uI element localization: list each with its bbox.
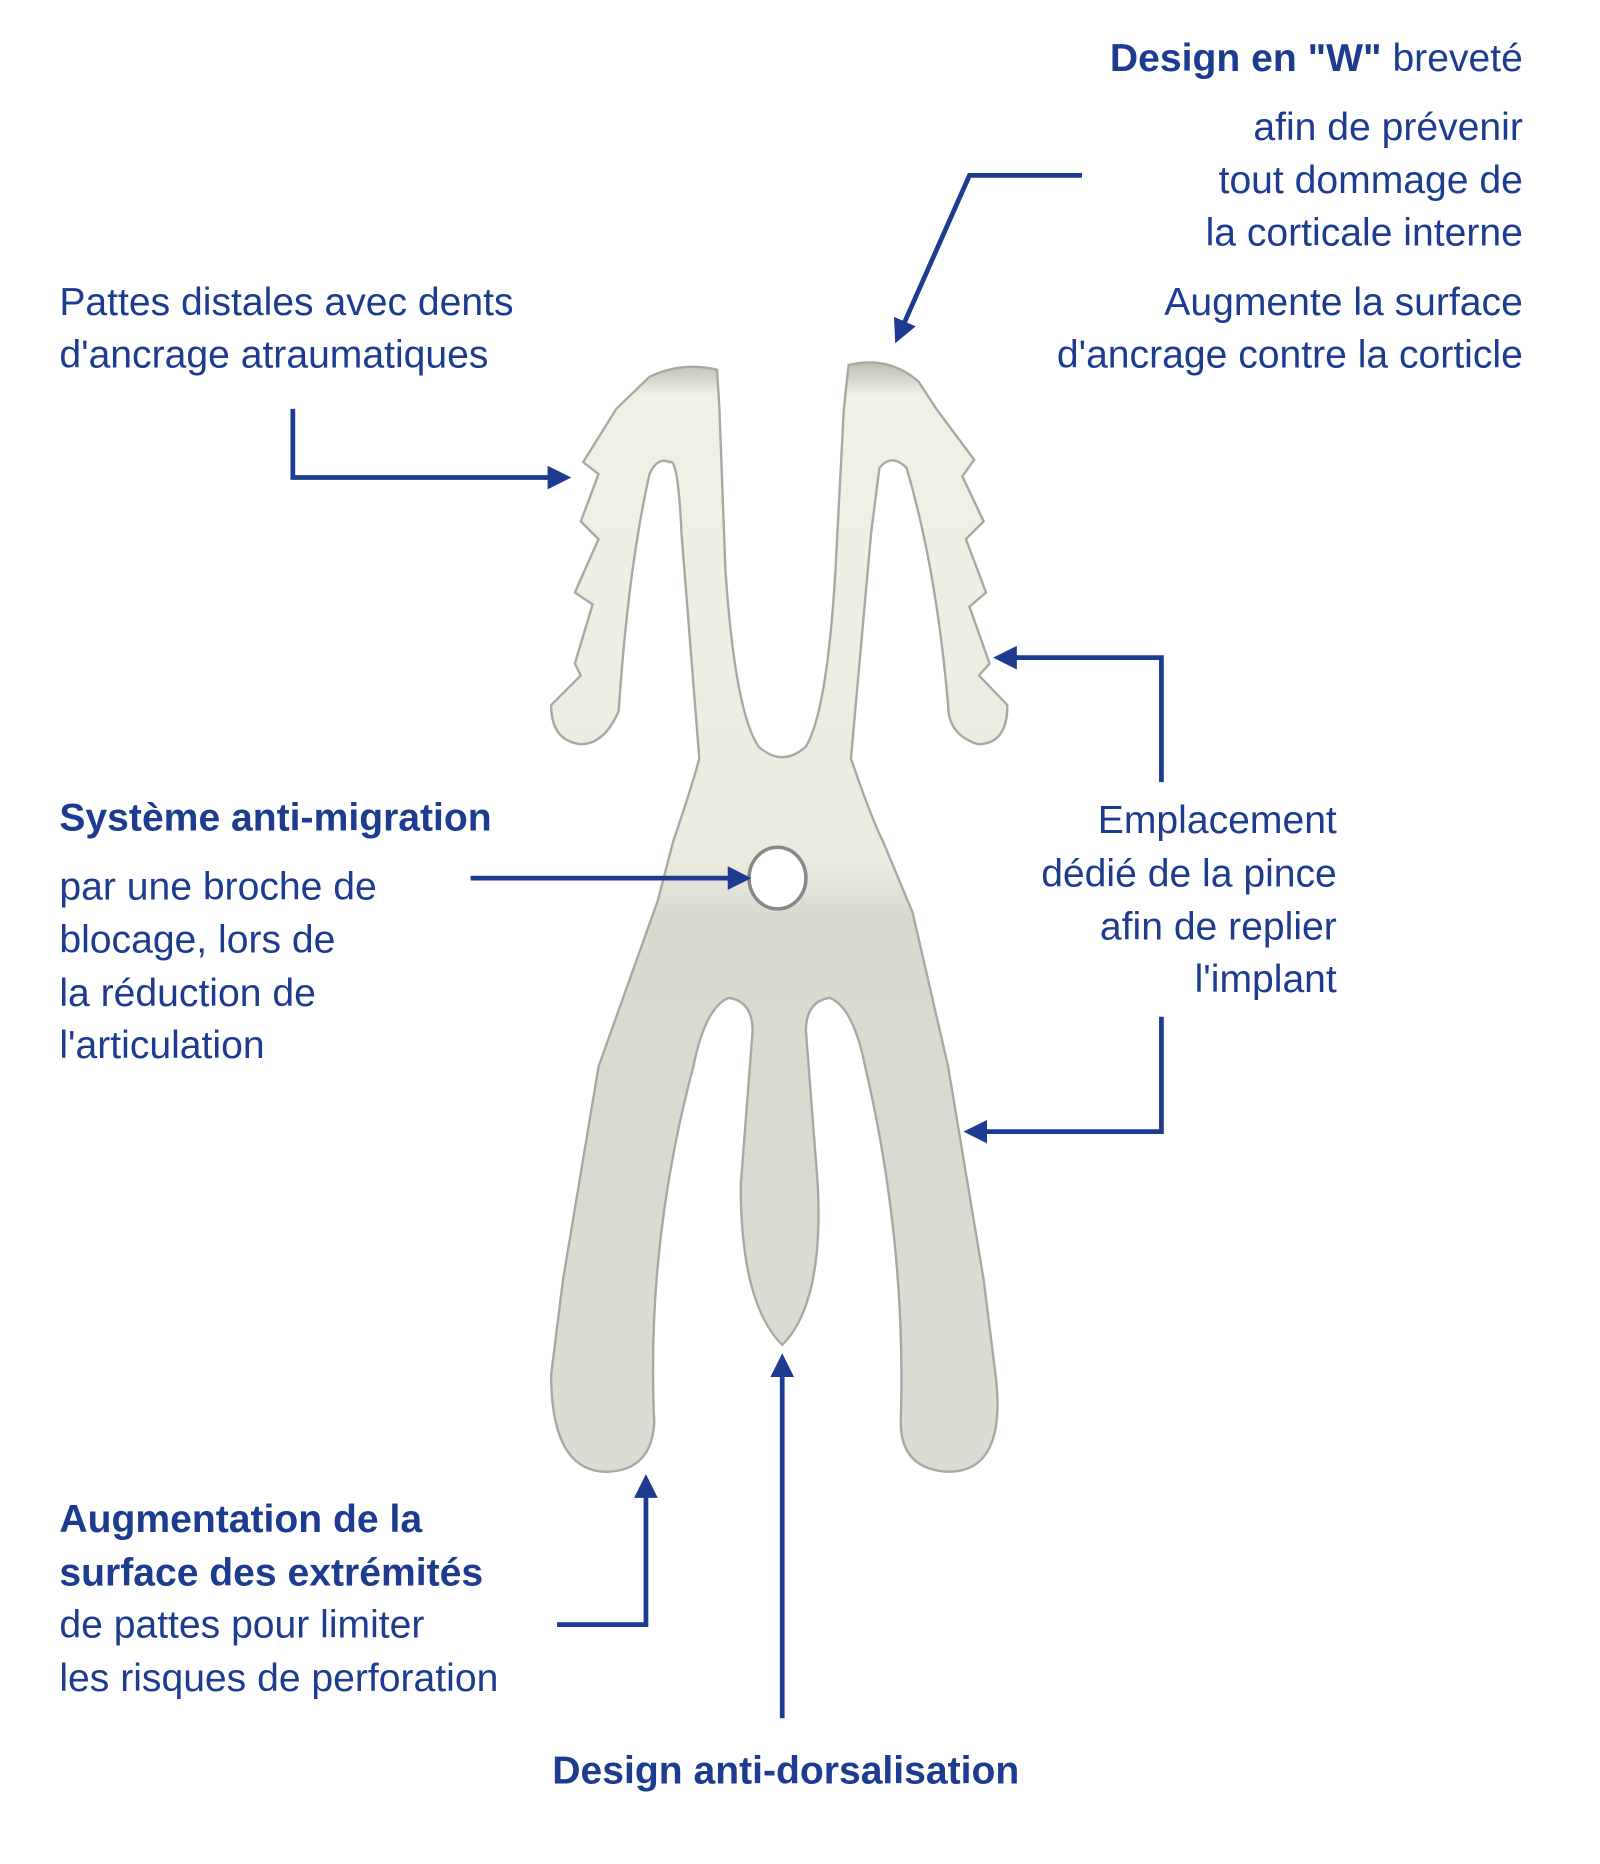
- augmentation-line: les risques de perforation: [59, 1657, 498, 1700]
- emplacement-line: dédié de la pince: [1041, 852, 1337, 895]
- arrow-augmentation: [557, 1474, 658, 1628]
- implant-shape: [549, 361, 1009, 1473]
- arrow-pattes: [290, 408, 572, 490]
- augmentation-title: surface des extrémités: [59, 1552, 483, 1595]
- emplacement-line: Emplacement: [1098, 799, 1337, 842]
- pattes-line: d'ancrage atraumatiques: [59, 333, 488, 376]
- design-w-line: Augmente la surface: [1164, 281, 1523, 324]
- augmentation-title: Augmentation de la: [59, 1498, 422, 1541]
- design-w-line: d'ancrage contre la corticle: [1057, 333, 1523, 376]
- design-w-line: afin de prévenir: [1253, 106, 1522, 149]
- anti-migration-line: par une broche de: [59, 865, 376, 908]
- anti-migration-title: Système anti-migration: [59, 797, 491, 840]
- design-w-line: tout dommage de: [1219, 159, 1523, 202]
- anti-migration-line: l'articulation: [59, 1024, 264, 1067]
- design-w-line: la corticale interne: [1206, 211, 1523, 254]
- augmentation-line: de pattes pour limiter: [59, 1604, 424, 1647]
- anti-migration-line: la réduction de: [59, 972, 315, 1015]
- emplacement-line: afin de replier: [1100, 906, 1337, 949]
- anti-migration-line: blocage, lors de: [59, 919, 335, 962]
- pattes-line: Pattes distales avec dents: [59, 281, 513, 324]
- dorsalisation-title: Design anti-dorsalisation: [552, 1749, 1019, 1792]
- arrow-emplacement-lower: [963, 1016, 1164, 1144]
- pin-hole: [747, 845, 808, 911]
- emplacement-line: l'implant: [1195, 958, 1337, 1001]
- arrow-emplacement-upper: [993, 645, 1164, 783]
- design-w-title: Design en "W" breveté: [1110, 37, 1523, 80]
- arrow-design-w: [893, 173, 1083, 344]
